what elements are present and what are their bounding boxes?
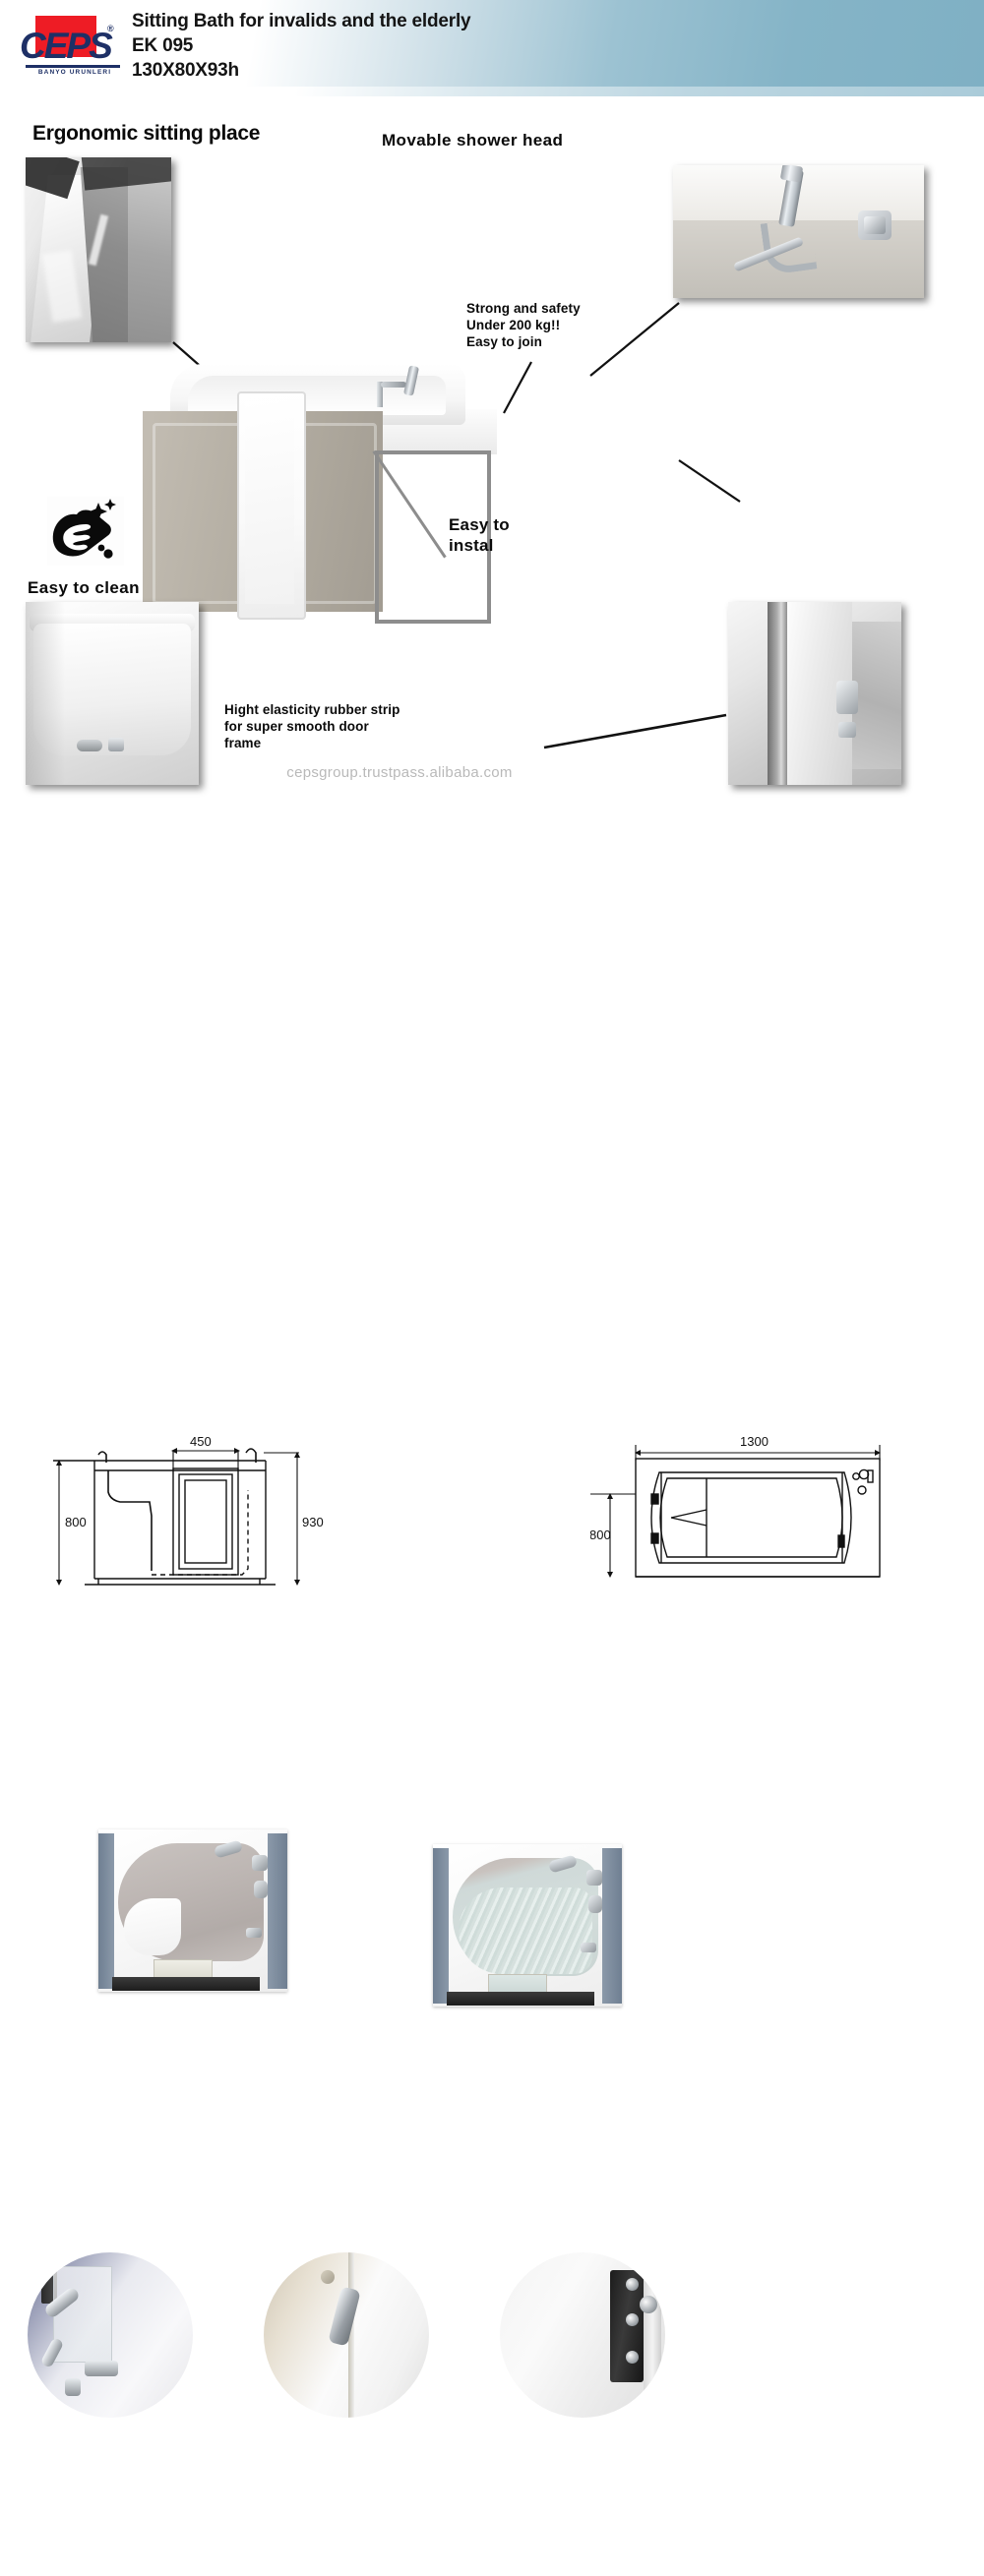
main-tub-door-glass: [245, 401, 294, 604]
ergonomic-seat-photo: [26, 157, 171, 342]
alibaba-watermark: cepsgroup.trustpass.alibaba.com: [286, 764, 513, 781]
product-title: Sitting Bath for invalids and the elderl…: [132, 11, 471, 31]
dim-width-800: 800: [590, 1528, 611, 1542]
logo-underline: [26, 65, 120, 68]
dim-length-1300: 1300: [740, 1434, 769, 1449]
header-banner: CEPS ® BANYO URUNLERI Sitting Bath for i…: [0, 0, 984, 96]
door-handle-detail-photo: [28, 2252, 193, 2418]
dim-door-450: 450: [190, 1434, 212, 1449]
logo-wordmark: CEPS: [20, 26, 113, 66]
wiping-hand-icon: [47, 497, 124, 569]
rubber-strip-door-photo: [728, 602, 901, 785]
rubber-line-3: frame: [224, 736, 262, 750]
strong-safety-line-2: Under 200 kg!!: [466, 318, 561, 332]
label-ergonomic-sitting-place: Ergonomic sitting place: [32, 122, 261, 145]
door-hinge-detail-photo: [500, 2252, 665, 2418]
strong-safety-line-1: Strong and safety: [466, 301, 581, 316]
registered-trademark-icon: ®: [107, 24, 114, 33]
label-strong-and-safety: Strong and safety Under 200 kg!! Easy to…: [466, 300, 581, 350]
logo-tagline: BANYO URUNLERI: [37, 69, 112, 76]
easy-to-clean-basin-photo: [26, 602, 199, 785]
easy-instal-line-2: instal: [449, 536, 494, 555]
label-movable-shower-head: Movable shower head: [382, 131, 564, 150]
dim-height-800: 800: [65, 1515, 87, 1529]
logo-red-square: [35, 16, 96, 57]
plan-view-drawing: 1300 800: [590, 1431, 945, 1593]
side-elevation-drawing: 800 450 930: [30, 1431, 325, 1593]
movable-shower-head-photo: [673, 165, 924, 298]
easy-instal-line-1: Easy to: [449, 515, 510, 534]
header-text-block: Sitting Bath for invalids and the elderl…: [132, 9, 742, 83]
label-easy-to-instal: Easy to instal: [449, 514, 510, 556]
strong-safety-line-3: Easy to join: [466, 334, 542, 349]
label-rubber-strip: Hight elasticity rubber strip for super …: [224, 701, 400, 751]
top-view-empty-tub-photo: [98, 1829, 287, 1992]
door-lock-lever-detail-photo: [264, 2252, 429, 2418]
main-tub-support-frame: [372, 450, 491, 624]
apron-panel-left: [153, 423, 243, 604]
label-easy-to-clean: Easy to clean: [28, 578, 140, 597]
ceps-logo: CEPS ® BANYO URUNLERI: [14, 14, 122, 83]
rubber-line-1: Hight elasticity rubber strip: [224, 702, 400, 717]
main-tub-faucet: [371, 382, 410, 415]
top-view-filled-tub-photo: [433, 1844, 622, 2007]
main-product-photo: [143, 354, 497, 649]
rubber-line-2: for super smooth door: [224, 719, 369, 734]
product-model: EK 095: [132, 35, 194, 56]
dim-height-930: 930: [302, 1515, 324, 1529]
product-dimensions: 130X80X93h: [132, 60, 239, 81]
apron-panel-right: [300, 423, 377, 604]
